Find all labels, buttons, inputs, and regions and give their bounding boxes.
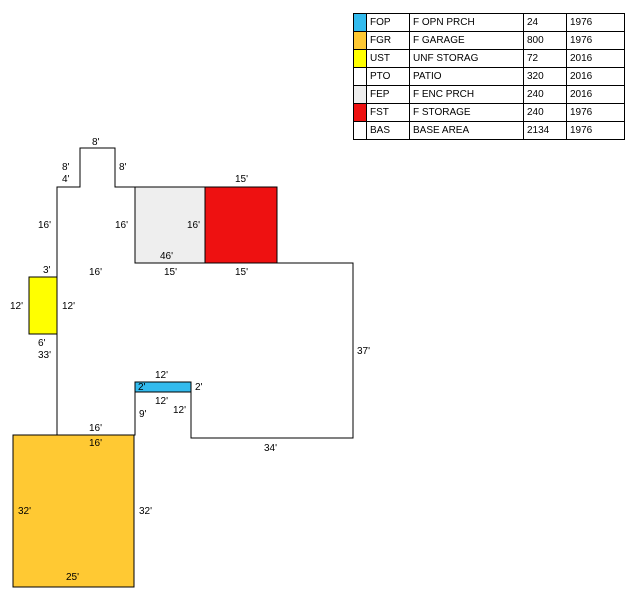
legend-code: FST <box>366 103 410 122</box>
legend-row: PTO PATIO 320 2016 <box>353 67 625 86</box>
dim-label: 12' <box>155 370 168 381</box>
legend-code: FEP <box>366 85 410 104</box>
legend-year: 1976 <box>566 31 625 50</box>
dim-label: 16' <box>38 220 51 231</box>
legend-code: FOP <box>366 13 410 32</box>
legend-row: BAS BASE AREA 2134 1976 <box>353 121 625 140</box>
legend-row: FEP F ENC PRCH 240 2016 <box>353 85 625 104</box>
legend-year: 1976 <box>566 13 625 32</box>
legend-swatch <box>353 13 367 32</box>
area-fst <box>204 186 278 264</box>
legend-row: UST UNF STORAG 72 2016 <box>353 49 625 68</box>
dim-label: 32' <box>139 506 152 517</box>
dim-label: 16' <box>89 438 102 449</box>
dim-label: 34' <box>264 443 277 454</box>
legend-row: FOP F OPN PRCH 24 1976 <box>353 13 625 32</box>
legend-code: FGR <box>366 31 410 50</box>
legend-desc: PATIO <box>409 67 524 86</box>
legend-table: FOP F OPN PRCH 24 1976 FGR F GARAGE 800 … <box>353 13 625 140</box>
legend-swatch <box>353 103 367 122</box>
legend-code: UST <box>366 49 410 68</box>
dim-label: 9' <box>139 409 147 420</box>
legend-code: BAS <box>366 121 410 140</box>
legend-year: 2016 <box>566 49 625 68</box>
legend-desc: UNF STORAG <box>409 49 524 68</box>
area-fop <box>134 381 192 393</box>
dim-label: 8' <box>119 162 127 173</box>
dim-label: 16' <box>115 220 128 231</box>
dim-label: 33' <box>38 350 51 361</box>
legend-swatch <box>353 49 367 68</box>
legend-desc: F STORAGE <box>409 103 524 122</box>
dim-label: 15' <box>235 174 248 185</box>
base-area <box>56 147 354 439</box>
legend-desc: BASE AREA <box>409 121 524 140</box>
dim-label: 12' <box>10 301 23 312</box>
area-fgr <box>12 434 135 588</box>
dim-label: 2' <box>195 382 203 393</box>
legend-desc: F GARAGE <box>409 31 524 50</box>
area-fep <box>134 186 206 264</box>
legend-year: 2016 <box>566 85 625 104</box>
legend-swatch <box>353 31 367 50</box>
dim-label: 12' <box>173 405 186 416</box>
legend-desc: F ENC PRCH <box>409 85 524 104</box>
dim-label: 12' <box>62 301 75 312</box>
legend-area: 24 <box>523 13 567 32</box>
legend-year: 1976 <box>566 121 625 140</box>
legend-swatch <box>353 67 367 86</box>
legend-swatch <box>353 85 367 104</box>
legend-year: 2016 <box>566 67 625 86</box>
dim-label: 8' <box>92 137 100 148</box>
dim-label: 6' <box>38 338 46 349</box>
legend-desc: F OPN PRCH <box>409 13 524 32</box>
legend-code: PTO <box>366 67 410 86</box>
dim-label: 46' <box>160 251 173 262</box>
dim-label: 4' <box>62 174 70 185</box>
legend-row: FGR F GARAGE 800 1976 <box>353 31 625 50</box>
legend-area: 2134 <box>523 121 567 140</box>
dim-label: 25' <box>66 572 79 583</box>
legend-year: 1976 <box>566 103 625 122</box>
dim-label: 12' <box>155 396 168 407</box>
dim-label: 37' <box>357 346 370 357</box>
dim-label: 16' <box>89 267 102 278</box>
dim-label: 15' <box>235 267 248 278</box>
legend-swatch <box>353 121 367 140</box>
area-ust <box>28 276 58 335</box>
dim-label: 16' <box>89 423 102 434</box>
dim-label: 15' <box>164 267 177 278</box>
dim-label: 16' <box>187 220 200 231</box>
legend-area: 240 <box>523 103 567 122</box>
dim-label: 3' <box>43 265 51 276</box>
legend-row: FST F STORAGE 240 1976 <box>353 103 625 122</box>
dim-label: 32' <box>18 506 31 517</box>
dim-label: 2' <box>138 382 146 393</box>
legend-area: 240 <box>523 85 567 104</box>
legend-area: 72 <box>523 49 567 68</box>
dim-label: 8' <box>62 162 70 173</box>
legend-area: 320 <box>523 67 567 86</box>
legend-area: 800 <box>523 31 567 50</box>
